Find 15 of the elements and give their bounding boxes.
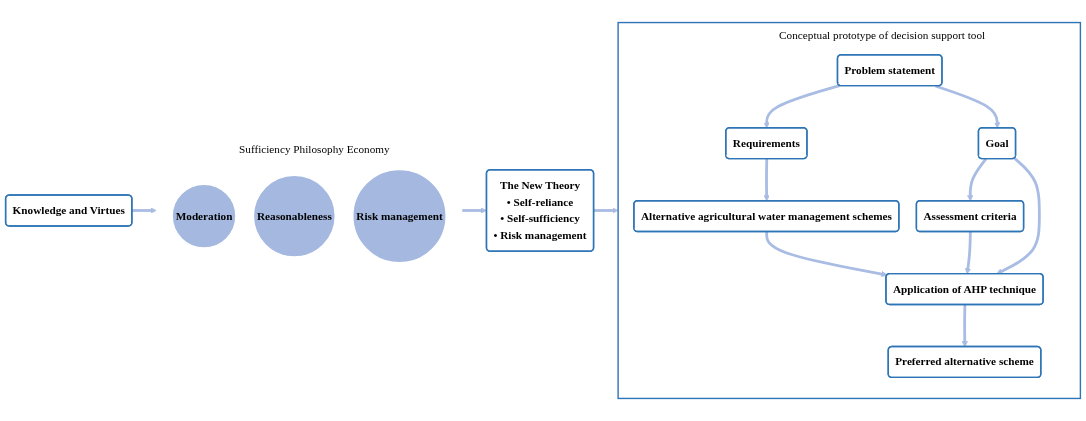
arrow — [461, 207, 487, 214]
arrow — [765, 231, 888, 278]
node-circle: Moderation — [171, 183, 237, 249]
node-text: Sufficiency Philosophy Economy — [239, 143, 390, 156]
arrow — [961, 304, 968, 348]
arrow — [996, 157, 1041, 275]
arrow — [763, 84, 840, 129]
arrow — [935, 84, 1001, 129]
arrow — [967, 158, 988, 202]
node-circle: Risk management — [352, 168, 447, 264]
arrow — [964, 231, 972, 275]
arrow — [763, 158, 770, 202]
arrow — [131, 207, 157, 214]
node-circle: Reasonableness — [252, 174, 336, 258]
arrow — [593, 207, 619, 214]
